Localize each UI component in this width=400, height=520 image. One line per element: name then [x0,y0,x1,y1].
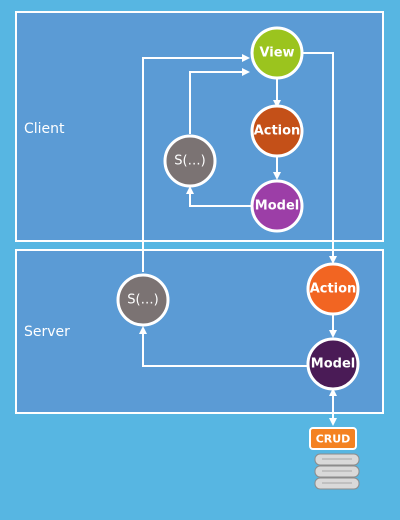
server-selector-to-view-edge [142,54,250,272]
crud-label: CRUD [316,433,351,446]
server-action-node-label: Action [310,282,357,297]
client-selector-to-view-edge [189,68,250,134]
client-action-node-label: Action [254,124,301,139]
client-model-node-label: Model [255,199,299,214]
server-model-to-selector-edge [139,326,308,367]
server-selector-node-label: S(…) [127,293,158,308]
server-model-node[interactable]: Model [306,337,360,391]
client-selector-node-label: S(…) [174,154,205,169]
client-model-node[interactable]: Model [250,179,304,233]
crud-badge[interactable]: CRUD [309,427,357,450]
server-selector-node[interactable]: S(…) [116,273,170,327]
client-action-node[interactable]: Action [250,104,304,158]
server-model-node-label: Model [311,357,355,372]
server-action-node[interactable]: Action [306,262,360,316]
model-to-client-selector-edge [186,186,252,207]
view-node[interactable]: View [250,26,304,80]
client-panel [15,11,384,242]
client-selector-node[interactable]: S(…) [163,134,217,188]
connectors [139,52,337,426]
server-label: Server [24,324,70,340]
database-icon [314,453,360,490]
view-node-label: View [259,46,294,61]
view-to-server-action-edge [302,52,337,264]
client-label: Client [24,121,65,137]
